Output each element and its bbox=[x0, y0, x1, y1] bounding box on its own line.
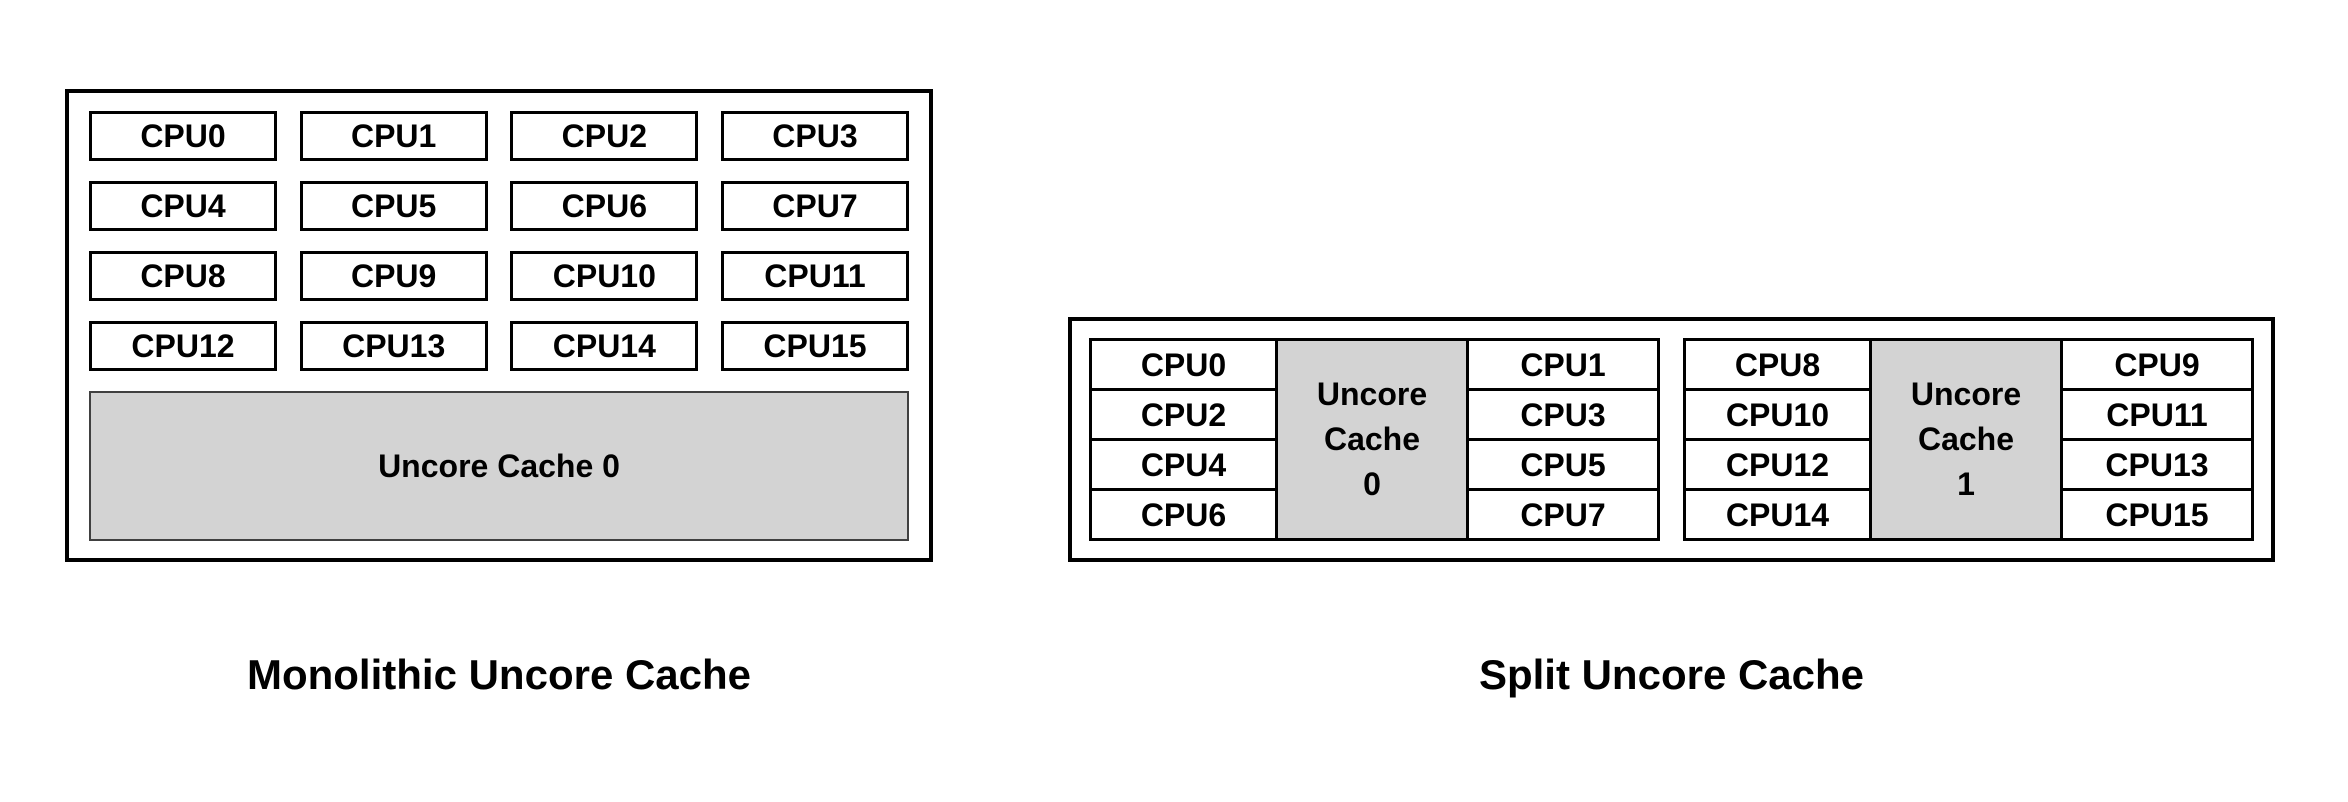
split-group-0: CPU0 CPU2 CPU4 CPU6 Uncore Cache 0 CPU1 … bbox=[1089, 338, 1660, 541]
cpu-cell: CPU0 bbox=[1092, 341, 1275, 388]
cpu-cell: CPU7 bbox=[1469, 491, 1657, 538]
cache-line: 1 bbox=[1957, 466, 1975, 502]
cpu-box: CPU5 bbox=[299, 181, 488, 231]
cpu-cell: CPU12 bbox=[1686, 441, 1869, 488]
cpu-box: CPU9 bbox=[299, 251, 488, 301]
cpu-cell: CPU1 bbox=[1469, 341, 1657, 388]
monolithic-caption: Monolithic Uncore Cache bbox=[246, 651, 752, 698]
split-group-1: CPU8 CPU10 CPU12 CPU14 Uncore Cache 1 CP… bbox=[1683, 338, 2254, 541]
cpu-box: CPU12 bbox=[89, 321, 277, 371]
uncore-cache-0-cell: Uncore Cache 0 bbox=[1278, 341, 1466, 538]
cpu-cell: CPU10 bbox=[1686, 391, 1869, 438]
cpu-cell: CPU6 bbox=[1092, 491, 1275, 538]
cpu-cell: CPU9 bbox=[2063, 341, 2251, 388]
cpu-box: CPU10 bbox=[510, 251, 699, 301]
cpu-cell: CPU11 bbox=[2063, 391, 2251, 438]
cache-line: 0 bbox=[1363, 466, 1381, 502]
cpu-box: CPU4 bbox=[89, 181, 277, 231]
cpu-box: CPU8 bbox=[89, 251, 277, 301]
cpu-cell: CPU5 bbox=[1469, 441, 1657, 488]
cache-line: Cache bbox=[1323, 421, 1421, 457]
cpu-box: CPU2 bbox=[510, 111, 699, 161]
split-caption: Split Uncore Cache bbox=[1478, 651, 1865, 698]
cpu-cell: CPU14 bbox=[1686, 491, 1869, 538]
cpu-cell: CPU15 bbox=[2063, 491, 2251, 538]
cpu-box: CPU3 bbox=[720, 111, 909, 161]
uncore-cache-1-cell: Uncore Cache 1 bbox=[1872, 341, 2060, 538]
cpu-box: CPU15 bbox=[720, 321, 909, 371]
monolithic-cpu-grid: CPU0 CPU1 CPU2 CPU3 CPU4 CPU5 CPU6 CPU7 … bbox=[89, 111, 909, 371]
cpu-cell: CPU3 bbox=[1469, 391, 1657, 438]
uncore-cache-0-box: Uncore Cache 0 bbox=[89, 391, 909, 541]
split-figure: CPU0 CPU2 CPU4 CPU6 Uncore Cache 0 CPU1 … bbox=[1068, 317, 2275, 562]
cpu-cell: CPU13 bbox=[2063, 441, 2251, 488]
cpu-cell: CPU2 bbox=[1092, 391, 1275, 438]
cpu-cell: CPU4 bbox=[1092, 441, 1275, 488]
cpu-box: CPU0 bbox=[89, 111, 277, 161]
cpu-box: CPU11 bbox=[720, 251, 909, 301]
cpu-box: CPU7 bbox=[720, 181, 909, 231]
monolithic-figure: CPU0 CPU1 CPU2 CPU3 CPU4 CPU5 CPU6 CPU7 … bbox=[65, 89, 933, 562]
cpu-box: CPU14 bbox=[510, 321, 699, 371]
cache-line: Uncore bbox=[1316, 376, 1428, 412]
cache-line: Cache bbox=[1917, 421, 2015, 457]
cache-line: Uncore bbox=[1910, 376, 2022, 412]
cpu-cell: CPU8 bbox=[1686, 341, 1869, 388]
cpu-box: CPU6 bbox=[510, 181, 699, 231]
cpu-box: CPU13 bbox=[299, 321, 488, 371]
cpu-box: CPU1 bbox=[299, 111, 488, 161]
